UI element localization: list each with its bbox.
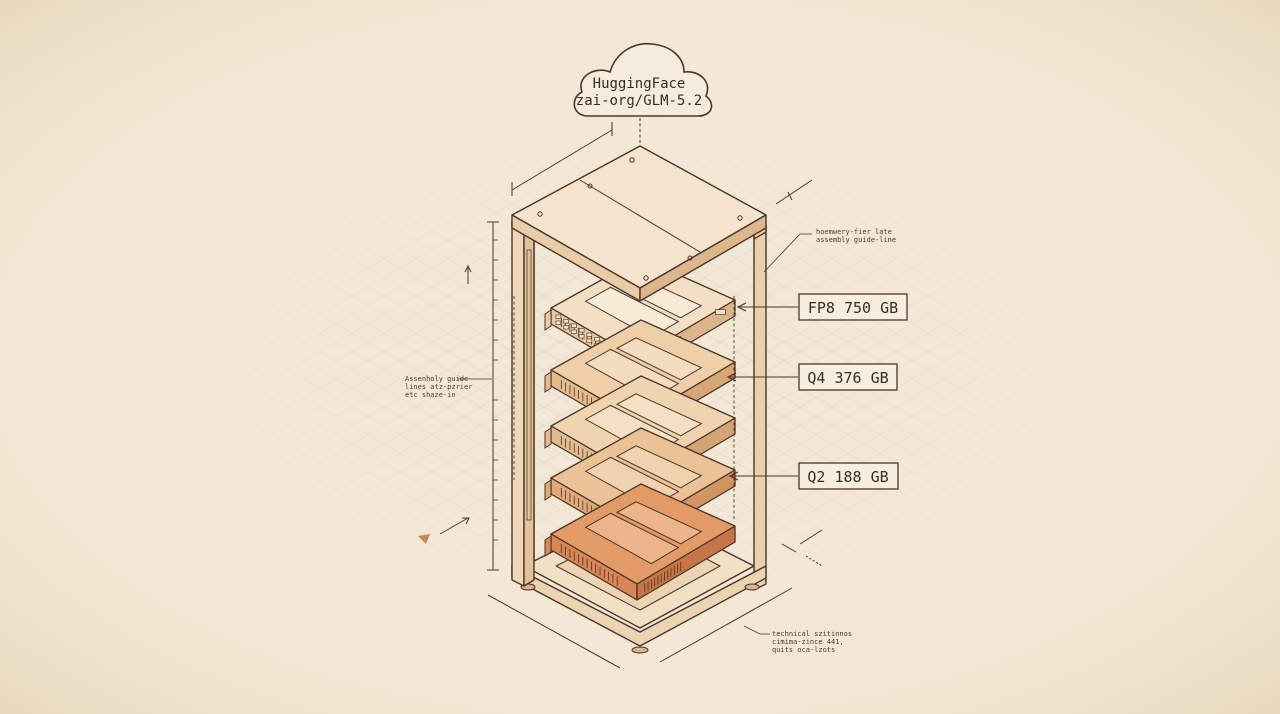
callout-q4: Q4 376 GB bbox=[726, 363, 898, 391]
ruler-ticks bbox=[493, 239, 498, 541]
note-left-mid: Assenholy guide- lines atz-pzrier etc sh… bbox=[405, 375, 492, 399]
tray-panel-b-5 bbox=[615, 501, 703, 545]
tray-panel-b-4 bbox=[615, 445, 703, 489]
network-port bbox=[563, 325, 569, 330]
network-port bbox=[563, 319, 569, 324]
note-bottom-right-line2: cimima-zince 441, bbox=[772, 638, 844, 646]
network-port bbox=[578, 328, 585, 333]
network-port bbox=[586, 338, 593, 343]
network-port bbox=[578, 334, 585, 339]
note-right-top: hoemwery-fier late assembly guide-line bbox=[763, 228, 896, 273]
tray-ear-5 bbox=[544, 535, 552, 557]
callout-fp8: FP8 750 GB bbox=[736, 293, 908, 321]
quant-label-fp8: FP8 750 GB bbox=[808, 299, 898, 317]
tray-ear-1 bbox=[544, 309, 552, 331]
tray-ear-4 bbox=[544, 479, 552, 501]
status-slot bbox=[715, 309, 726, 315]
note-right-top-line2: assembly guide-line bbox=[816, 236, 896, 244]
cloud-label-line1: HuggingFace bbox=[593, 76, 686, 92]
network-port bbox=[586, 332, 593, 337]
tray-panel-a-1 bbox=[584, 286, 680, 339]
tray-ear-2 bbox=[544, 371, 552, 393]
network-port bbox=[555, 320, 562, 325]
server-trays bbox=[544, 257, 736, 601]
note-bottom-right-line3: quits oca-lzots bbox=[772, 646, 835, 654]
rack-front bbox=[511, 145, 767, 587]
tray-panel-b-2 bbox=[615, 337, 703, 381]
note-bottom-right: technical szitinnos cimima-zince 441, qu… bbox=[743, 625, 852, 654]
note-left-mid-line1: Assenholy guide- bbox=[405, 375, 472, 383]
note-bottom-right-line1: technical szitinnos bbox=[772, 630, 852, 638]
network-port bbox=[571, 323, 577, 328]
note-left-mid-line2: lines atz-pzrier bbox=[405, 383, 472, 391]
network-port bbox=[594, 337, 600, 342]
tray-ear-3 bbox=[544, 427, 552, 449]
network-port bbox=[571, 329, 577, 334]
note-right-top-line1: hoemwery-fier late bbox=[816, 228, 892, 236]
cloud-source: HuggingFace zai-org/GLM-5.2 bbox=[573, 43, 713, 117]
cloud-label-line2: zai-org/GLM-5.2 bbox=[576, 93, 702, 109]
note-left-mid-line3: etc shaze-in bbox=[405, 391, 456, 399]
tray-panel-b-3 bbox=[615, 393, 703, 437]
callout-q2: Q2 188 GB bbox=[728, 462, 899, 490]
guide-lines bbox=[513, 296, 735, 522]
tray-panel-a-5 bbox=[584, 512, 680, 565]
network-port bbox=[555, 314, 562, 319]
dimension-marks bbox=[418, 122, 823, 669]
quant-label-q2: Q2 188 GB bbox=[807, 468, 888, 486]
quant-label-q4: Q4 376 GB bbox=[807, 369, 888, 387]
